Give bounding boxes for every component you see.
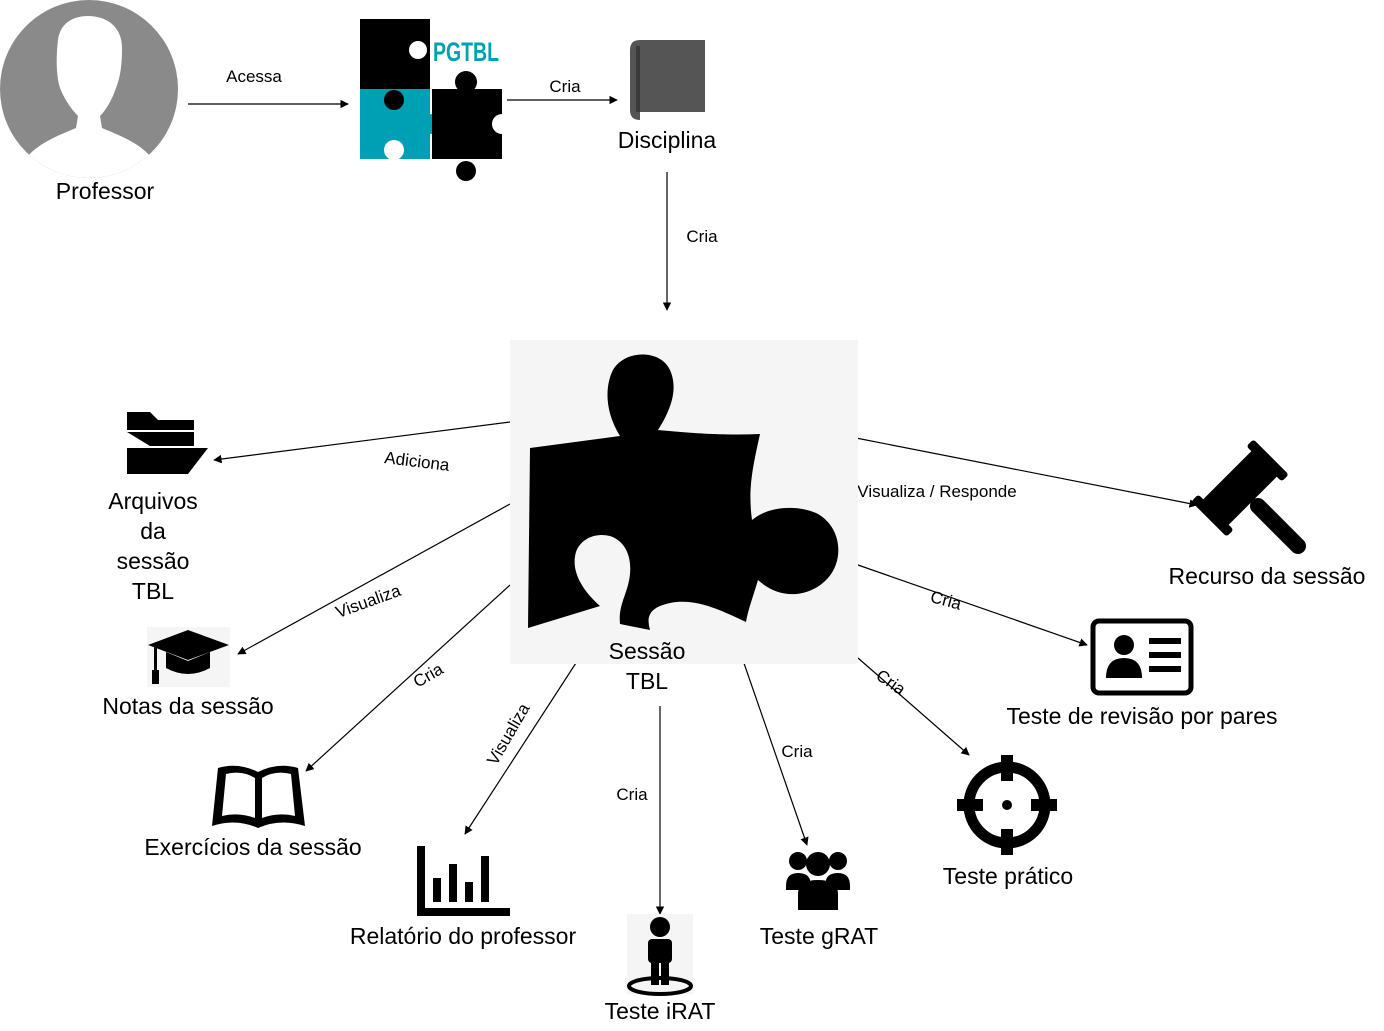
pgtbl-logo[interactable]: PGTBL bbox=[360, 19, 512, 181]
edge-cria-pratico bbox=[857, 657, 970, 756]
arquivos-label-3: sessão bbox=[117, 548, 190, 574]
label-cria-irat: Cria bbox=[616, 785, 648, 804]
exercicios-node[interactable]: Exercícios da sessão bbox=[144, 765, 362, 860]
edge-adiciona bbox=[213, 421, 511, 464]
arquivos-node[interactable]: Arquivos da sessão TBL bbox=[108, 412, 208, 604]
edge-cria-revisao bbox=[857, 564, 1088, 647]
label-cria-exercicios: Cria bbox=[410, 659, 447, 691]
crosshair-icon bbox=[957, 755, 1057, 855]
puzzle-piece-icon bbox=[528, 354, 839, 630]
professor-node[interactable]: Professor bbox=[0, 0, 178, 204]
recurso-label: Recurso da sessão bbox=[1169, 563, 1366, 589]
arquivos-label-1: Arquivos bbox=[108, 488, 197, 514]
exercicios-label: Exercícios da sessão bbox=[144, 834, 361, 860]
disciplina-node[interactable]: Disciplina bbox=[618, 40, 717, 153]
folder-open-icon bbox=[127, 412, 208, 474]
label-visualiza-notas: Visualiza bbox=[333, 581, 404, 622]
notas-node[interactable]: Notas da sessão bbox=[102, 627, 274, 719]
gavel-icon bbox=[1192, 440, 1306, 554]
grat-node[interactable]: Teste gRAT bbox=[760, 852, 878, 949]
label-cria-pratico: Cria bbox=[872, 666, 909, 700]
revisao-node[interactable]: Teste de revisão por pares bbox=[1006, 618, 1278, 729]
label-visualiza-responde: Visualiza / Responde bbox=[857, 482, 1016, 501]
label-adiciona: Adiciona bbox=[383, 448, 451, 475]
sessao-label-1: Sessão bbox=[609, 638, 686, 664]
edges bbox=[188, 95, 1198, 915]
label-cria-revisao: Cria bbox=[928, 587, 964, 614]
label-acessa: Acessa bbox=[226, 67, 282, 86]
disciplina-label: Disciplina bbox=[618, 127, 717, 153]
pratico-label: Teste prático bbox=[943, 863, 1073, 889]
label-cria-sessao: Cria bbox=[686, 227, 718, 246]
grat-label: Teste gRAT bbox=[760, 923, 878, 949]
pgtbl-logo-text: PGTBL bbox=[433, 37, 499, 67]
revisao-label: Teste de revisão por pares bbox=[1006, 703, 1277, 729]
label-cria-disciplina: Cria bbox=[549, 77, 581, 96]
irat-node[interactable]: Teste iRAT bbox=[605, 914, 716, 1024]
arquivos-label-2: da bbox=[140, 518, 166, 544]
edge-cria-grat bbox=[737, 645, 809, 846]
group-icon bbox=[786, 852, 850, 910]
irat-label: Teste iRAT bbox=[605, 998, 716, 1024]
edge-visualiza-responde bbox=[855, 437, 1198, 508]
sessao-label-2: TBL bbox=[626, 668, 668, 694]
book-icon bbox=[630, 40, 705, 120]
edge-visualiza-relatorio bbox=[464, 645, 588, 835]
id-card-icon bbox=[1090, 618, 1194, 696]
sessao-tbl-node[interactable]: Sessão TBL bbox=[510, 340, 858, 694]
open-book-icon bbox=[212, 765, 305, 828]
user-avatar-icon bbox=[0, 0, 178, 178]
arquivos-label-4: TBL bbox=[132, 578, 174, 604]
graduation-cap-icon bbox=[147, 627, 230, 687]
relatorio-node[interactable]: Relatório do professor bbox=[350, 846, 577, 949]
person-pin-icon bbox=[627, 914, 693, 996]
edge-visualiza-notas bbox=[237, 503, 511, 655]
relatorio-label: Relatório do professor bbox=[350, 923, 577, 949]
edge-cria-exercicios bbox=[305, 584, 511, 772]
notas-label: Notas da sessão bbox=[102, 693, 273, 719]
pratico-node[interactable]: Teste prático bbox=[943, 755, 1073, 889]
label-cria-grat: Cria bbox=[781, 742, 813, 761]
puzzle-logo-icon: PGTBL bbox=[360, 19, 512, 181]
label-visualiza-relatorio: Visualiza bbox=[483, 700, 534, 769]
bar-chart-icon bbox=[417, 846, 510, 916]
recurso-node[interactable]: Recurso da sessão bbox=[1169, 439, 1366, 589]
professor-label: Professor bbox=[56, 178, 155, 204]
